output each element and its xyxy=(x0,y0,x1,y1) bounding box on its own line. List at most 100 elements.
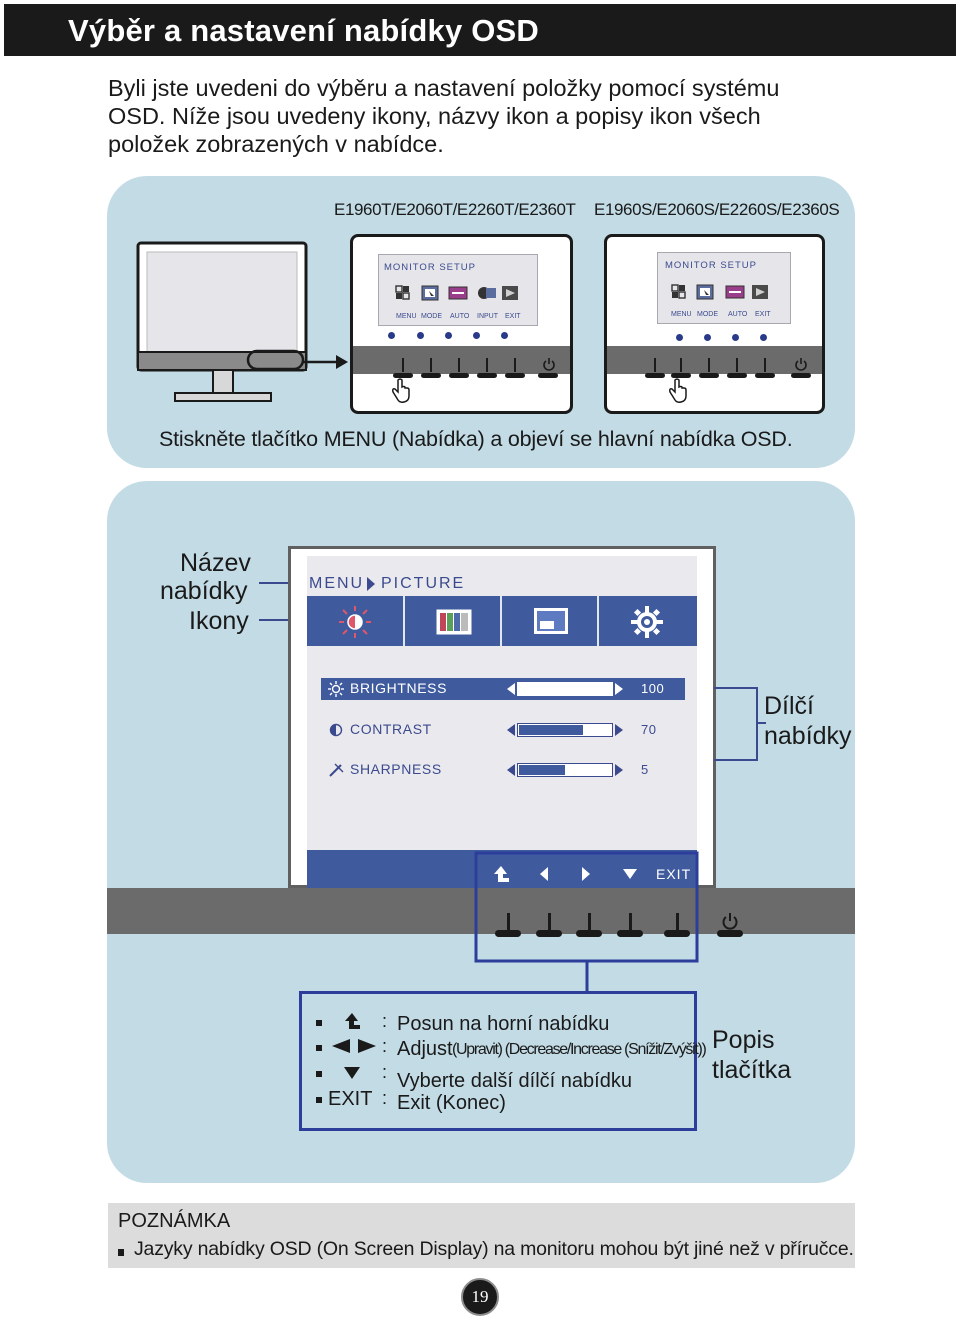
down-arrow-icon xyxy=(344,1067,360,1079)
page-number: 19 xyxy=(461,1278,499,1316)
legend-row-next: Vyberte další dílčí nabídku xyxy=(397,1070,632,1092)
bullet xyxy=(316,1045,322,1051)
led-dot xyxy=(704,334,711,341)
value-slider[interactable] xyxy=(517,723,613,737)
legend-exit-key: EXIT xyxy=(328,1088,373,1110)
value-slider[interactable] xyxy=(517,763,613,777)
menu-grid-icon xyxy=(395,285,410,300)
button-stem xyxy=(430,358,432,372)
osd-label-t-menu: MENU xyxy=(396,313,417,320)
led-dot xyxy=(388,332,395,339)
submenu-row-sharpness[interactable]: SHARPNESS 5 xyxy=(321,759,685,781)
power-hw-button[interactable] xyxy=(717,930,743,937)
menu-open-caption: Stiskněte tlačítko MENU (Nabídka) a obje… xyxy=(159,427,793,451)
auto-icon xyxy=(725,285,745,299)
osd-label-s-exit: EXIT xyxy=(755,311,771,318)
decrease-arrow-icon[interactable] xyxy=(507,764,515,776)
label-menu-name-1: Název xyxy=(180,549,251,577)
button-stem xyxy=(764,358,766,372)
monitor-t-bezel xyxy=(353,346,570,374)
exit-hw-button[interactable] xyxy=(727,373,747,378)
submenu-value: 70 xyxy=(641,722,657,737)
contrast-icon xyxy=(329,723,343,737)
exit-hw-button[interactable] xyxy=(664,930,690,937)
button-stem xyxy=(507,913,510,931)
osd-label-t-mode: MODE xyxy=(421,313,442,320)
input-icon xyxy=(478,287,496,299)
osd-icons-t xyxy=(395,285,518,301)
osd-label-t-exit: EXIT xyxy=(505,313,521,320)
right-arrow-icon[interactable] xyxy=(581,866,591,882)
up-hw-button[interactable] xyxy=(495,930,521,937)
legend-colon: : xyxy=(382,1011,388,1031)
menu-grid-icon xyxy=(671,284,686,299)
mode-hw-button[interactable] xyxy=(421,373,441,378)
bullet xyxy=(118,1249,124,1256)
breadcrumb-menu: MENU xyxy=(309,575,365,592)
down-arrow-icon[interactable] xyxy=(622,868,638,880)
label-buttons-2: tlačítka xyxy=(712,1056,792,1084)
auto-hw-button[interactable] xyxy=(449,373,469,378)
decrease-arrow-icon[interactable] xyxy=(507,724,515,736)
increase-arrow-icon[interactable] xyxy=(615,764,623,776)
increase-arrow-icon[interactable] xyxy=(615,683,623,695)
exit-hw-button[interactable] xyxy=(505,373,525,378)
legend-colon: : xyxy=(382,1062,388,1082)
power-hw-button[interactable] xyxy=(538,373,558,378)
power-icon xyxy=(722,913,738,930)
osd-title-s: MONITOR SETUP xyxy=(665,260,757,271)
intro-paragraph: Byli jste uvedeni do výběru a nastavení … xyxy=(108,75,780,157)
mode-hw-button[interactable] xyxy=(671,373,691,378)
down-hw-button[interactable] xyxy=(617,930,643,937)
left-hw-button[interactable] xyxy=(536,930,562,937)
exit-icon xyxy=(752,285,768,299)
color-tab-icon xyxy=(436,609,472,635)
left-arrow-icon[interactable] xyxy=(539,866,549,882)
model-label-s: E1960S/E2060S/E2260S/E2360S xyxy=(594,200,840,219)
legend-colon: : xyxy=(382,1036,388,1056)
decrease-arrow-icon[interactable] xyxy=(507,683,515,695)
input-hw-button[interactable] xyxy=(477,373,497,378)
increase-arrow-icon[interactable] xyxy=(615,724,623,736)
led-dot xyxy=(445,332,452,339)
button-legend xyxy=(299,991,697,1131)
page-header: Výběr a nastavení nabídky OSD xyxy=(4,4,956,56)
button-stem xyxy=(736,358,738,372)
value-slider[interactable] xyxy=(517,682,613,696)
button-stem xyxy=(654,358,656,372)
right-hw-button[interactable] xyxy=(576,930,602,937)
up-to-upper-menu-icon[interactable] xyxy=(492,864,512,884)
button-stem xyxy=(676,913,679,931)
breadcrumb-picture: PICTURE xyxy=(381,575,466,592)
slider-fill xyxy=(519,725,584,735)
menu-hw-button[interactable] xyxy=(393,373,413,378)
button-highlight-box xyxy=(474,851,699,963)
auto-hw-button[interactable] xyxy=(699,373,719,378)
connector-line xyxy=(585,962,589,994)
led-dot xyxy=(676,334,683,341)
mode-icon xyxy=(696,284,714,300)
bullet xyxy=(316,1071,322,1077)
button-stem xyxy=(402,358,404,372)
submenu-row-contrast[interactable]: CONTRAST 70 xyxy=(321,719,685,741)
power-hw-button[interactable] xyxy=(791,373,811,378)
legend-row-exit: Exit (Konec) xyxy=(397,1092,506,1114)
extra-hw-button[interactable] xyxy=(755,373,775,378)
menu-hw-button[interactable] xyxy=(645,373,665,378)
button-stem xyxy=(458,358,460,372)
slider-fill xyxy=(519,684,611,694)
label-buttons-1: Popis xyxy=(712,1026,775,1054)
osd-label-s-mode: MODE xyxy=(697,311,718,318)
button-stem xyxy=(548,913,551,931)
legend-row-up: Posun na horní nabídku xyxy=(397,1013,610,1035)
brightness-icon xyxy=(328,681,344,697)
pointing-hand-icon xyxy=(669,378,687,403)
submenu-label: CONTRAST xyxy=(350,721,432,737)
led-dot xyxy=(732,334,739,341)
bullet xyxy=(316,1097,322,1103)
submenu-value: 5 xyxy=(641,762,649,777)
label-submenu-2: nabídky xyxy=(764,722,852,750)
submenu-label: SHARPNESS xyxy=(350,761,442,777)
osd-exit-label[interactable]: EXIT xyxy=(656,866,692,882)
